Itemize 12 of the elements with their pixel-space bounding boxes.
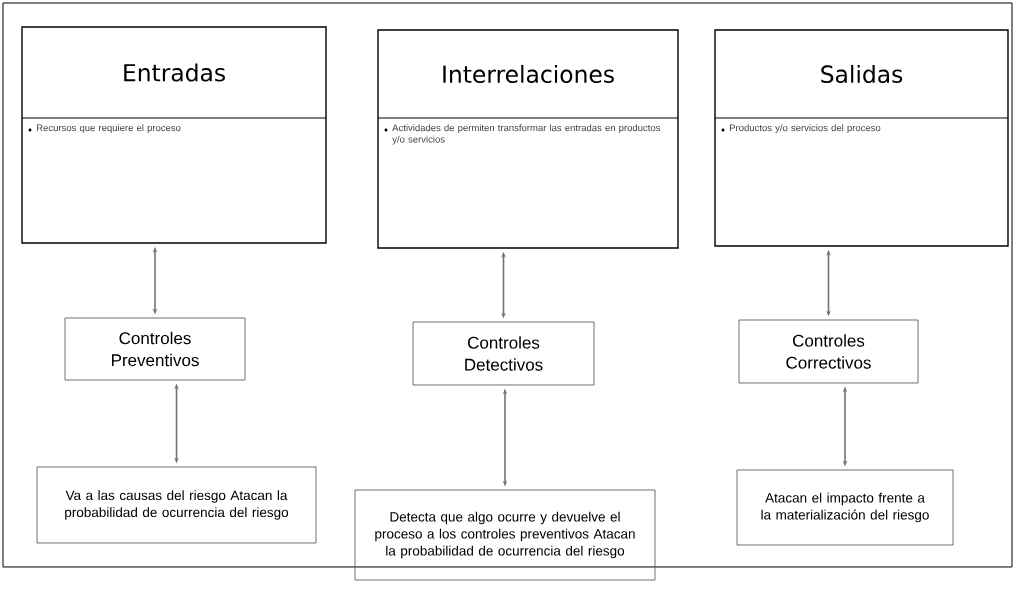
- control-box: Controles Detectivos: [412, 321, 595, 386]
- bullet-text: Actividades de permiten transformar las entradas en productos y/o servicios: [384, 124, 661, 145]
- box-heading: Entradas: [124, 63, 225, 82]
- bullet-text: Recursos que requiere el proceso: [28, 124, 181, 134]
- box-heading: Interrelaciones: [443, 64, 614, 84]
- description-box: Detecta que algo ocurre y devuelve el proceso a los controles preventivos Atacan la probabilidad de ocurrencia del riesgo: [354, 489, 656, 581]
- control-box: Controles Correctivos: [738, 319, 919, 384]
- control-box: Controles Preventivos: [64, 317, 246, 381]
- box-heading: Salidas: [821, 64, 903, 84]
- description-box: Atacan el impacto frente a la materialización del riesgo: [736, 469, 954, 546]
- bullet-text: Productos y/o servicios del proceso: [721, 124, 881, 134]
- description-box: Va a las causas del riesgo Atacan la probabilidad de ocurrencia del riesgo: [36, 466, 317, 544]
